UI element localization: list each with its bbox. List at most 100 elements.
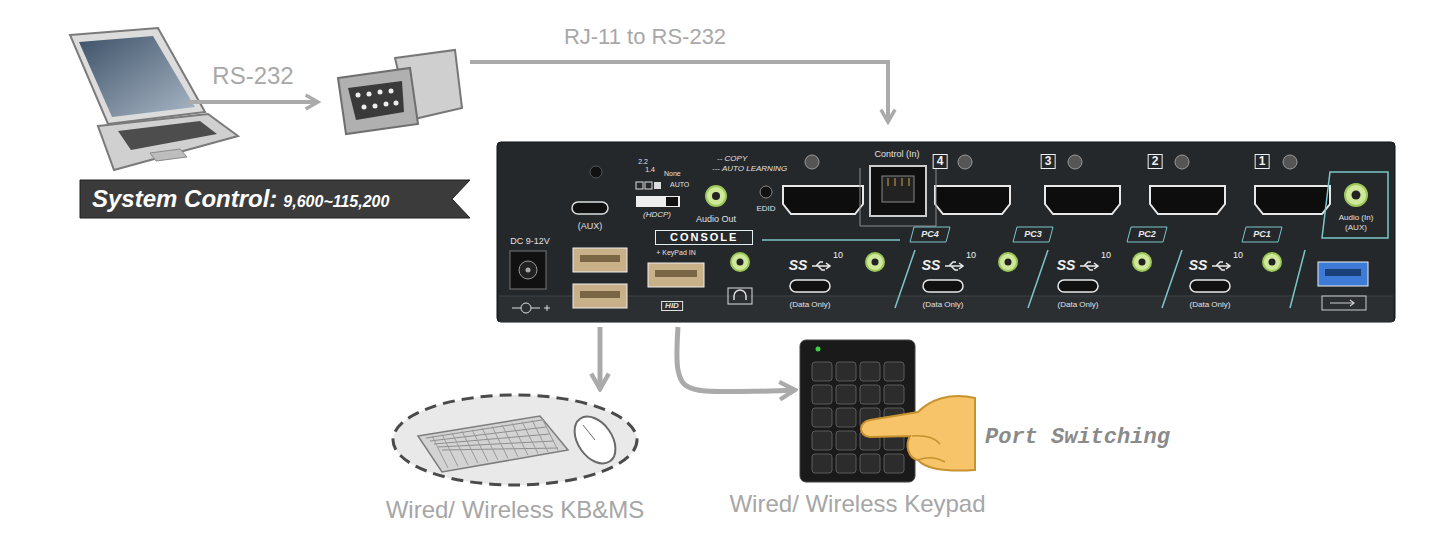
pc-label: PC4 [921, 229, 939, 239]
laptop-illustration [98, 114, 238, 170]
screws [1068, 155, 1082, 169]
keypad-body [800, 340, 915, 482]
port-label: (AUX) [578, 221, 603, 231]
port-label: (AUX) [1345, 223, 1367, 232]
dc-power-jack [521, 303, 531, 313]
dip-switch [636, 196, 680, 207]
rj11-control-port [888, 178, 889, 186]
dip-switch [666, 197, 678, 206]
dip-switch [654, 182, 661, 189]
keyboard-mouse-group: Wired/ Wireless KB&MS [390, 392, 640, 488]
button-label: EDID [756, 204, 775, 213]
db9-adapter [394, 101, 399, 106]
keypad-usb-port [648, 263, 704, 287]
pc-audio-jacks [999, 253, 1017, 271]
speed-number: 10 [1101, 250, 1111, 260]
pc-label: PC1 [1253, 229, 1271, 239]
keypad-key [860, 362, 880, 381]
aux-usbc-port [572, 166, 608, 214]
audio-in-aux-jack [1345, 184, 1367, 206]
panel-badge: CONSOLE [655, 230, 753, 245]
audio-out-jack [712, 192, 720, 200]
connector-arrow [677, 327, 795, 392]
rs232-arrow [188, 102, 318, 103]
pc-label-frames [910, 227, 950, 242]
usb3-aux-port [1318, 262, 1368, 286]
accent-lines [1290, 250, 1305, 308]
button-note: --- AUTO LEARNING [712, 164, 787, 173]
dashed-group-outline [393, 395, 637, 485]
rj11-control-port [895, 178, 896, 186]
hdmi-ports [1150, 186, 1225, 214]
edid-button [760, 186, 772, 198]
dc-power-jack [531, 308, 540, 309]
pointing-hand [861, 396, 975, 471]
laptop-illustration [118, 121, 217, 150]
headphone-jack [731, 253, 749, 271]
usb-trident-icons [1212, 262, 1230, 270]
switch-label: (HDCP) [643, 210, 671, 219]
pc-label-frames [1127, 227, 1167, 242]
port-number: 3 [1041, 154, 1056, 169]
port-label: + KeyPad IN [656, 249, 696, 257]
mouse-illustration [566, 409, 624, 471]
headphone-jack [737, 259, 744, 266]
usb-trident-icons [945, 262, 963, 270]
dc-power-jack [547, 305, 548, 311]
dc-power-jack [510, 251, 546, 289]
superspeed-mark: SS [1057, 257, 1076, 273]
db9-adapter [384, 102, 389, 107]
usb-trident-icons [812, 262, 830, 270]
keypad-usb-port [648, 263, 704, 287]
db9-adapter [367, 92, 372, 97]
keypad-key [812, 408, 832, 427]
screws [958, 155, 972, 169]
button-note: -- COPY [717, 154, 747, 163]
rs232-arrow [188, 100, 318, 104]
pc-audio-jacks [1005, 259, 1012, 266]
aux-usbc-port [572, 202, 608, 214]
console-usb-ports [580, 291, 620, 298]
pc-label-frames [1242, 227, 1282, 242]
keypad-device: Wired/ Wireless Keypad [800, 340, 915, 482]
audio-in-aux-jack [1322, 172, 1388, 238]
keypad-key [812, 385, 832, 404]
dip-switch [645, 182, 652, 189]
hdmi-ports [783, 186, 1330, 214]
superspeed-mark: SS [922, 257, 941, 273]
pc-audio-jacks [1133, 253, 1151, 271]
dc-power-jack [510, 251, 550, 313]
laptop-illustration [70, 28, 205, 124]
screws [1283, 155, 1297, 169]
usb3-aux-port [1322, 296, 1366, 310]
keyboard-illustration [418, 416, 568, 472]
pointing-hand [912, 436, 945, 462]
accent-lines [895, 250, 915, 308]
aux-usbc-port [590, 166, 602, 178]
db9-adapter [356, 93, 361, 98]
keypad-key [884, 385, 904, 404]
rj11-control-port [909, 178, 910, 186]
port-number: 4 [933, 154, 948, 169]
superspeed-mark: SS [1189, 257, 1208, 273]
accent-lines [762, 240, 1305, 308]
dc-power-jack [519, 261, 537, 279]
keyboard-illustration [438, 441, 554, 447]
pointing-hand [861, 396, 975, 471]
headphone-jack [734, 290, 746, 300]
keypad-key [836, 431, 856, 450]
port-label: Control (In) [874, 149, 919, 159]
switch-label: 1.4 [645, 166, 655, 174]
usbc-data-ports [790, 280, 830, 292]
db9-adapter [348, 81, 404, 120]
keypad-key [836, 385, 856, 404]
device-caption: Wired/ Wireless KB&MS [386, 496, 645, 524]
mouse-illustration [583, 425, 595, 440]
port-label: HID [661, 301, 683, 311]
screws [805, 155, 819, 169]
accent-lines [1028, 250, 1048, 308]
usbc-data-ports [790, 280, 1230, 292]
pc-label: PC2 [1138, 229, 1156, 239]
power-label: DC 9-12V [510, 236, 550, 246]
console-usb-ports [573, 248, 627, 308]
